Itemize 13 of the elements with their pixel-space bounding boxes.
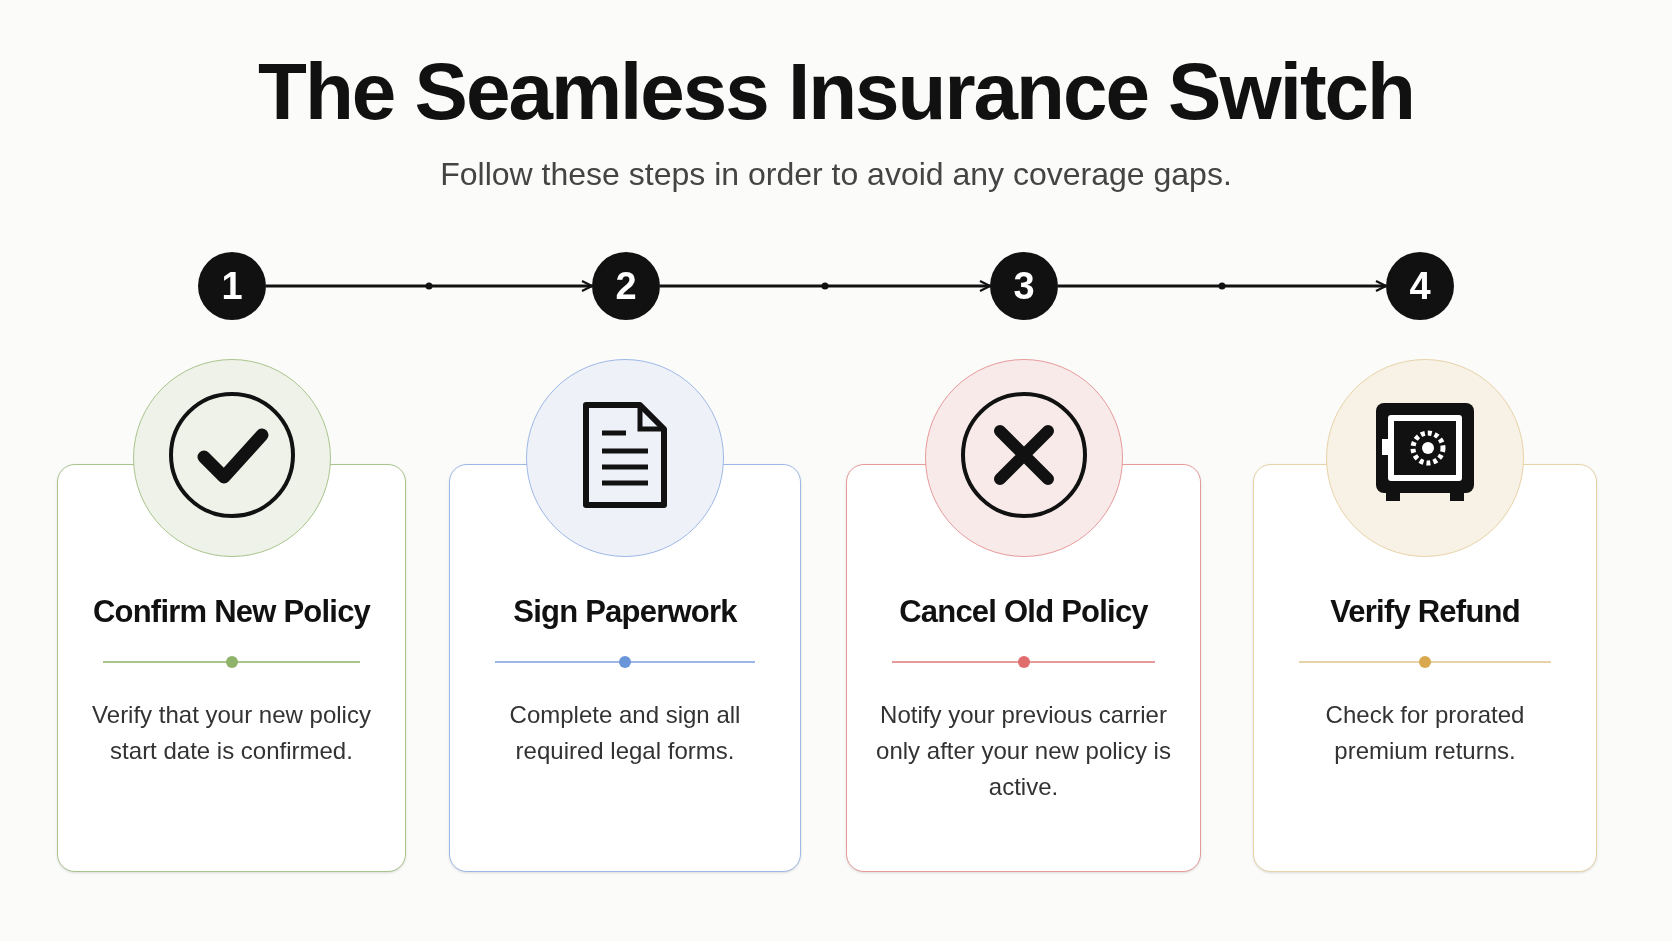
- arrow: [266, 280, 592, 292]
- step-title: Sign Paperwork: [512, 593, 739, 631]
- step-description: Verify that your new policy start date is confirmed.: [91, 700, 372, 766]
- arrow: [1058, 280, 1386, 292]
- step-description: Complete and sign all required legal forms.: [508, 700, 742, 766]
- step-description: Check for prorated premium returns.: [1324, 700, 1526, 766]
- step-title: Verify Refund: [1329, 593, 1521, 631]
- arrow: [660, 280, 990, 292]
- subtitle: Follow these steps in order to avoid any coverage gaps.: [440, 155, 1232, 194]
- title: The Seamless Insurance Switch: [258, 46, 1414, 138]
- step-title: Confirm New Policy: [91, 593, 372, 631]
- step-title: Cancel Old Policy: [898, 593, 1149, 631]
- step-description: Notify your previous carrier only after your new policy is active.: [875, 700, 1172, 802]
